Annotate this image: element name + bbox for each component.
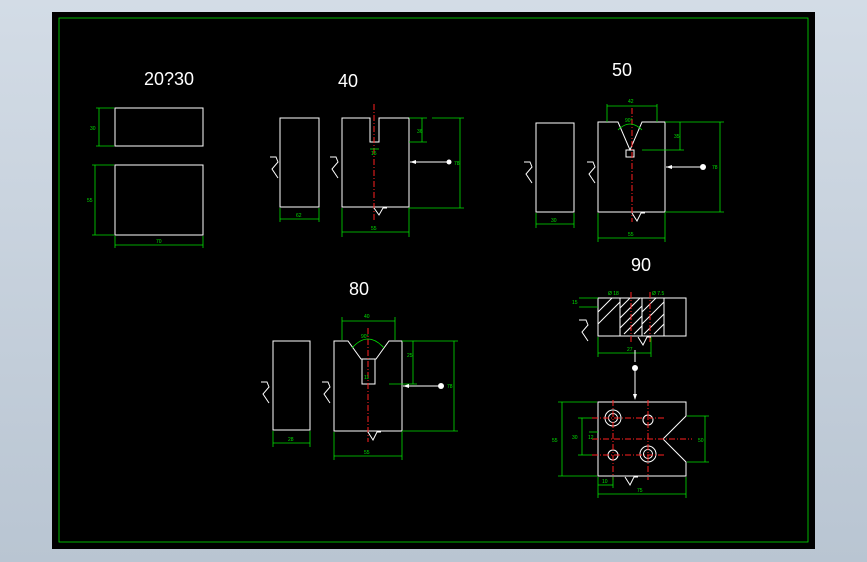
dim-height: 78 (454, 161, 460, 167)
cad-drawing: 20?30 30 55 70 40 62 15 55 (58, 17, 809, 543)
dim-side-width: 28 (288, 437, 294, 443)
dim-side-width: 62 (296, 213, 302, 219)
angle-arc (617, 123, 643, 131)
dim-slot-depth: 36 (417, 129, 423, 135)
dim-hole: Ø 7.5 (652, 291, 664, 297)
v-block-front (333, 340, 403, 432)
dim-v-depth: 35 (674, 134, 680, 140)
dim-hole-spacing: 30 (572, 435, 578, 441)
dim-angle: 90° (625, 118, 633, 124)
dim-length: 75 (637, 488, 643, 494)
dim-slot-width: 15 (371, 151, 377, 157)
dim-top-width: 42 (628, 99, 634, 105)
dim-width: 55 (364, 450, 370, 456)
dim-55: 55 (87, 198, 93, 204)
section-hatch (597, 297, 665, 335)
dim-v-opening: 50 (698, 438, 704, 444)
dim-70: 70 (156, 239, 162, 245)
view-50: 50 30 42 90° 35 78 55 (524, 60, 724, 242)
drawing-frame (58, 17, 809, 543)
dim-slot: 11 (364, 375, 369, 381)
view-title-80: 80 (349, 279, 369, 299)
block-front-view (114, 164, 204, 236)
drawing-sheet: 20?30 30 55 70 40 62 15 55 (52, 12, 815, 549)
surface-finish-mark (270, 156, 279, 179)
plan-view (597, 401, 687, 477)
block-top-view (114, 107, 204, 147)
v-block-front (597, 121, 666, 213)
dim-side-width: 30 (551, 218, 557, 224)
view-80: 80 28 40 90° 11 25 78 55 (261, 279, 458, 460)
side-view (535, 122, 575, 213)
view-arrow-dot (446, 159, 452, 165)
view-90: 90 Ø 18 Ø 7.5 15 27 (552, 255, 709, 498)
dim-v-depth: 25 (407, 353, 413, 359)
view-title-50: 50 (612, 60, 632, 80)
dim-top-width: 40 (364, 314, 370, 320)
side-view (272, 340, 311, 431)
dim-bore: Ø 18 (608, 291, 619, 297)
dim-angle: 90° (361, 334, 369, 340)
dim-27: 27 (627, 347, 633, 353)
side-view (279, 117, 320, 208)
dim-30: 30 (90, 126, 96, 132)
view-40: 40 62 15 55 36 78 (270, 71, 464, 237)
view-title-20x30: 20?30 (144, 69, 194, 89)
view-title-40: 40 (338, 71, 358, 91)
dim-depth: 55 (552, 438, 558, 444)
dim-width: 55 (371, 226, 377, 232)
slotted-block-front (341, 117, 410, 208)
dim-counterbore: 15 (572, 300, 578, 306)
view-20x30: 20?30 30 55 70 (87, 69, 204, 248)
dim-width: 55 (628, 232, 634, 238)
view-title-90: 90 (631, 255, 651, 275)
dim-edge: 10 (602, 479, 608, 485)
dim-12: 12 (588, 435, 594, 441)
dim-height: 78 (712, 165, 718, 171)
dim-height: 78 (447, 384, 453, 390)
